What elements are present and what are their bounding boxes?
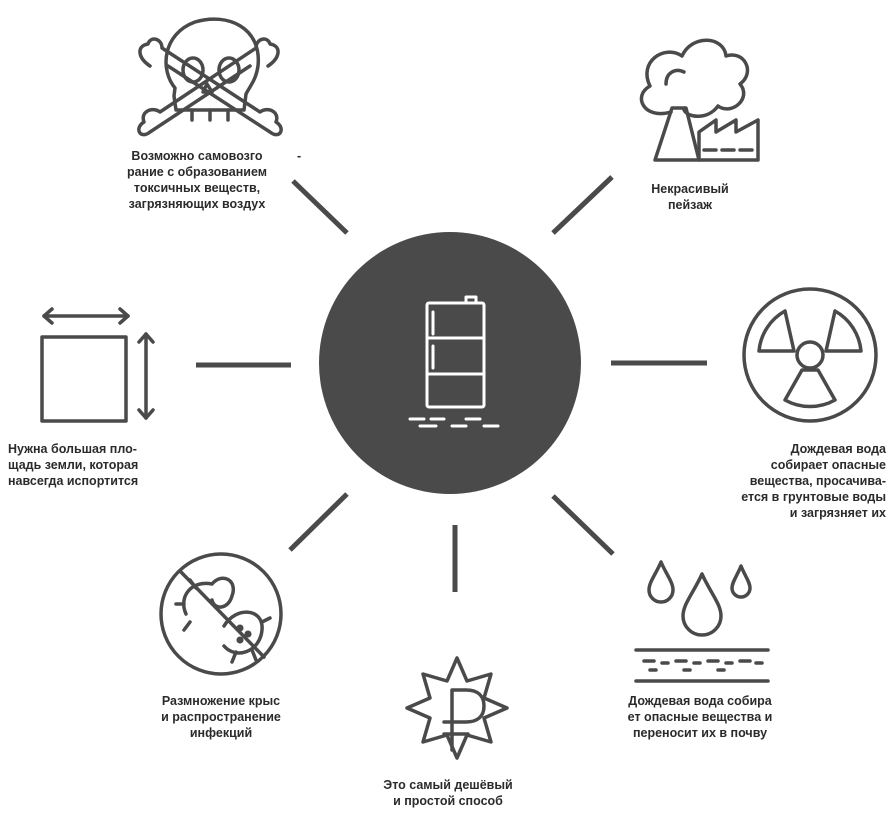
label-groundwater-line-4: ется в грунтовые воды	[741, 490, 886, 504]
label-landscape: Некрасивый пейзаж	[640, 181, 740, 213]
radiation-icon	[742, 287, 878, 423]
barrel-icon	[408, 295, 500, 428]
label-soil-line-3: переносит их в почву	[632, 726, 768, 740]
label-rats-line-1: Размножение крыс	[161, 694, 281, 708]
label-cheap: Это самый дешёвый и простой способ	[368, 777, 528, 809]
label-soil-line-2: ет опасные вещества и	[627, 710, 773, 724]
label-toxic-line-3: токсичных веществ,	[133, 181, 261, 195]
ruble-badge-icon	[405, 656, 509, 760]
label-rats: Размножение крыс и распространение инфек…	[146, 693, 296, 741]
connector-lines	[196, 175, 707, 592]
label-groundwater-line-5: и загрязняет их	[789, 506, 886, 520]
label-groundwater: Дождевая вода собирает опасные вещества,…	[706, 441, 886, 521]
label-cheap-line-1: Это самый дешёвый	[383, 778, 513, 792]
land-area-icon	[40, 307, 155, 423]
label-toxic-line-2: рание с образованием	[126, 165, 268, 179]
label-area-line-2: щадь земли, которая	[8, 458, 139, 472]
label-groundwater-line-3: вещества, просачива-	[749, 474, 886, 488]
label-landscape-line-1: Некрасивый	[651, 182, 729, 196]
no-rats-icon	[159, 552, 283, 676]
label-area-line-3: навсегда испортится	[8, 474, 139, 488]
label-rats-line-2: и распространение	[161, 710, 281, 724]
connector-soil	[551, 494, 615, 556]
label-landscape-line-2: пейзаж	[667, 198, 713, 212]
label-cheap-line-2: и простой способ	[393, 794, 503, 808]
label-groundwater-line-2: собирает опасные	[770, 458, 886, 472]
label-toxic-line-1: Возможно самовозго	[131, 149, 263, 163]
center-node	[319, 232, 581, 494]
label-toxic-stray-mark: -	[297, 149, 302, 163]
skull-crossbones-icon	[137, 17, 283, 137]
connector-rats	[288, 492, 349, 552]
label-toxic: Возможно самовозго рание с образованием …	[112, 148, 282, 212]
label-area-line-1: Нужна большая пло-	[8, 442, 137, 456]
label-groundwater-line-1: Дождевая вода	[790, 442, 886, 456]
connector-toxic	[291, 179, 349, 235]
label-rats-line-3: инфекций	[189, 726, 253, 740]
center-circle	[319, 232, 581, 494]
factory-smoke-icon	[639, 38, 760, 162]
label-area: Нужна большая пло- щадь земли, которая н…	[8, 441, 178, 489]
label-toxic-line-4: загрязняющих воздух	[128, 197, 266, 211]
label-soil-line-1: Дождевая вода собира	[628, 694, 772, 708]
rain-soil-icon	[634, 560, 770, 683]
label-soil: Дождевая вода собира ет опасные вещества…	[610, 693, 790, 741]
connector-landscape	[551, 175, 614, 235]
